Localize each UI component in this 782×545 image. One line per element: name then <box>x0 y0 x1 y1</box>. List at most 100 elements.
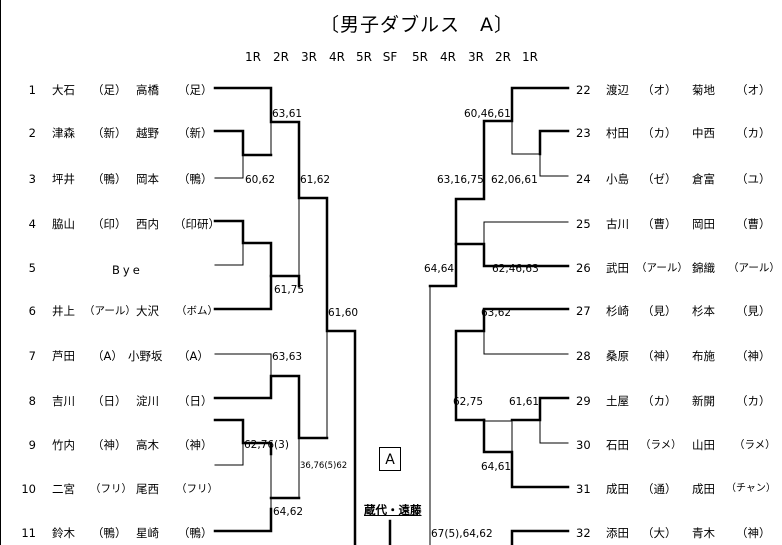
entry-number: 7 <box>28 349 36 363</box>
player-name: 西内 <box>136 217 159 231</box>
match-score: 61,60 <box>328 307 359 319</box>
club-code: （A） <box>92 349 123 363</box>
match-score: 62,75 <box>453 396 484 408</box>
entry-number: 5 <box>28 261 36 275</box>
match-score: 36,76(5)62 <box>300 461 348 471</box>
player-name: 二宮 <box>52 482 75 496</box>
match-score: 63,62 <box>481 307 512 319</box>
player-name: 古川 <box>606 217 629 231</box>
left-thin-lines <box>214 121 328 510</box>
match-score: 62,46,63 <box>492 263 539 275</box>
player-name: 鈴木 <box>52 526 75 540</box>
player-name: 土屋 <box>606 394 629 408</box>
player-name: 淀川 <box>136 394 159 408</box>
player-name: 小島 <box>606 172 629 186</box>
club-code: （鴨） <box>92 172 127 186</box>
club-code: （大） <box>642 526 677 540</box>
player-name: 坪井 <box>52 172 75 186</box>
entry-number: 32 <box>576 526 591 540</box>
player-name: 岡本 <box>136 172 159 186</box>
block-label-box: A <box>379 447 401 471</box>
player-name: 岡田 <box>692 217 715 231</box>
club-code: （神） <box>642 349 677 363</box>
club-code: （新） <box>178 126 213 140</box>
player-name: 成田 <box>692 482 715 496</box>
match-score: 60,46,61 <box>464 108 511 120</box>
player-name: 錦織 <box>692 261 715 275</box>
right-thick-lines <box>428 86 570 545</box>
club-code: （オ） <box>642 83 677 97</box>
entry-number: 28 <box>576 349 591 363</box>
club-code: （A） <box>178 349 209 363</box>
entry-number: 6 <box>28 304 36 318</box>
club-code: （足） <box>92 83 127 97</box>
round-label-sf: SF <box>382 50 398 64</box>
player-name: 竹内 <box>52 438 75 452</box>
club-code: （神） <box>736 349 771 363</box>
round-label-right-2r: 2R <box>495 50 511 64</box>
club-code: （神） <box>92 438 127 452</box>
player-name: 杉本 <box>692 304 715 318</box>
round-label-right-3r: 3R <box>468 50 484 64</box>
entry-number: 3 <box>28 172 36 186</box>
match-score: 64,62 <box>273 506 304 518</box>
club-code: （見） <box>642 304 677 318</box>
player-name: 桑原 <box>606 349 629 363</box>
club-code: （神） <box>736 526 771 540</box>
player-name: 尾西 <box>136 482 159 496</box>
player-name: 高木 <box>136 438 159 452</box>
player-name: 布施 <box>692 349 715 363</box>
club-code: （日） <box>178 394 213 408</box>
semifinal-winner: 蔵代・遠藤 <box>364 503 422 517</box>
bye-label: Bye <box>112 263 143 277</box>
club-code: （鴨） <box>178 172 213 186</box>
round-label-left-4r: 4R <box>329 50 345 64</box>
match-score: 64,61 <box>481 461 512 473</box>
player-name: 越野 <box>136 126 159 140</box>
player-name: 武田 <box>606 261 629 275</box>
club-code: （新） <box>92 126 127 140</box>
match-score: 62,76(3) <box>244 439 289 451</box>
club-code: （カ） <box>736 126 771 140</box>
club-code: （足） <box>178 83 213 97</box>
match-score: 61,75 <box>274 284 305 296</box>
player-name: 石田 <box>606 438 629 452</box>
match-score: 60,62 <box>245 174 276 186</box>
club-code: （ボム） <box>176 305 218 317</box>
player-name: 山田 <box>692 438 715 452</box>
player-name: 倉富 <box>692 172 715 186</box>
round-label-left-1r: 1R <box>245 50 261 64</box>
club-code: （ユ） <box>736 172 771 186</box>
player-name: 津森 <box>52 126 75 140</box>
round-label-right-5r: 5R <box>412 50 428 64</box>
club-code: （カ） <box>736 394 771 408</box>
round-label-left-2r: 2R <box>273 50 289 64</box>
round-label-right-4r: 4R <box>440 50 456 64</box>
player-name: 青木 <box>692 526 715 540</box>
club-code: （ラメ） <box>640 439 682 451</box>
club-code: （曹） <box>736 217 771 231</box>
club-code: （ラメ） <box>734 439 776 451</box>
player-name: 高橋 <box>136 83 159 97</box>
entry-number: 23 <box>576 126 591 140</box>
player-name: 吉川 <box>52 394 75 408</box>
club-code: （神） <box>178 438 213 452</box>
club-code: （アール） <box>728 262 780 274</box>
club-code: （アール） <box>84 305 136 317</box>
entry-number: 22 <box>576 83 591 97</box>
player-name: 脇山 <box>52 217 75 231</box>
round-label-right-1r: 1R <box>522 50 538 64</box>
entry-number: 29 <box>576 394 591 408</box>
player-name: 添田 <box>606 526 629 540</box>
entry-number: 10 <box>21 482 36 496</box>
entry-number: 9 <box>28 438 36 452</box>
player-name: 小野坂 <box>128 349 163 363</box>
player-name: 星崎 <box>136 526 159 540</box>
left-thick-lines <box>213 86 357 545</box>
club-code: （鴨） <box>92 526 127 540</box>
match-score: 63,61 <box>272 108 303 120</box>
club-code: （カ） <box>642 126 677 140</box>
club-code: （ゼ） <box>642 172 677 186</box>
